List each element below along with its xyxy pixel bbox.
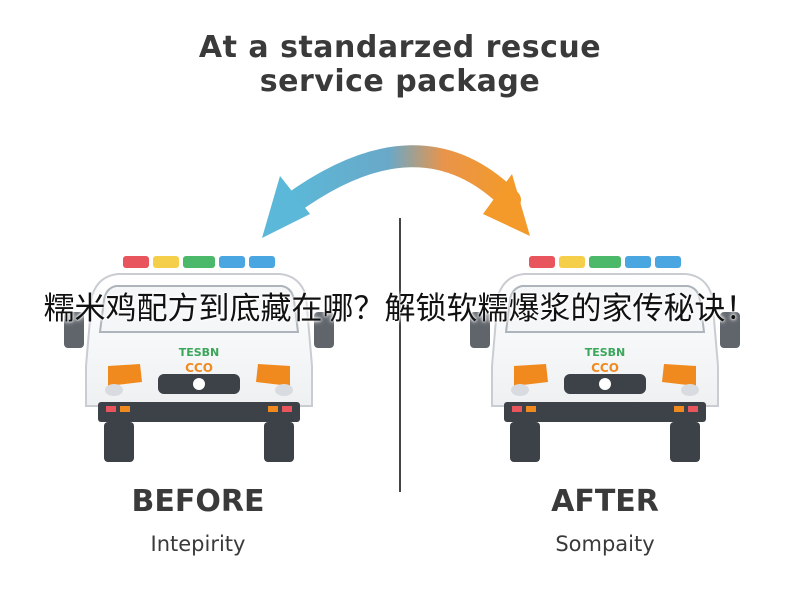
before-plate-line2: CCO — [185, 361, 213, 375]
before-sublabel: Intepirity — [150, 532, 246, 556]
after-sublabel: Sompaity — [555, 532, 655, 556]
title-line-1: At a standarzed rescue — [198, 30, 602, 65]
arc-arrow — [279, 145, 521, 216]
after-label: AFTER — [551, 484, 659, 519]
after-plate-line2: CCO — [591, 361, 619, 375]
overlay-caption: 糯米鸡配方到底藏在哪？解锁软糯爆浆的家传秘诀！ — [43, 291, 757, 327]
title-line-2: service package — [259, 64, 541, 99]
right-arrowhead — [483, 174, 530, 236]
after-plate-line1: TESBN — [585, 346, 626, 359]
before-plate-line1: TESBN — [179, 346, 220, 359]
left-arrowhead — [262, 176, 310, 238]
after-rescue-vehicle: TESBN CCO — [469, 255, 741, 463]
before-label: BEFORE — [131, 484, 265, 519]
before-rescue-vehicle: TESBN CCO — [63, 255, 335, 463]
